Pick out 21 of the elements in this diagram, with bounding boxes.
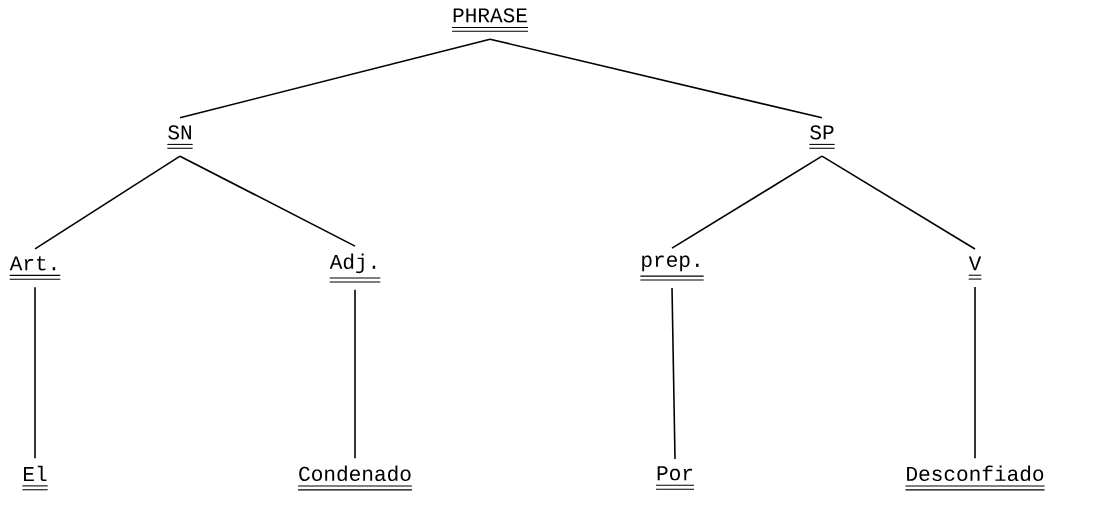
tree-branch	[489, 38, 823, 119]
tree-branch	[974, 286, 976, 459]
tree-branch	[179, 155, 356, 247]
word-label: Desconfiado	[904, 465, 1046, 491]
word-label: V	[968, 256, 982, 280]
tree-branch	[34, 286, 36, 460]
word-label: prep.	[639, 255, 705, 281]
word-label: Art.	[9, 256, 61, 280]
word-label: Adj.	[329, 253, 381, 283]
word-label: El	[21, 465, 49, 491]
word-label: PHRASE	[451, 8, 529, 32]
word-label: SP	[808, 125, 836, 149]
tree-branch	[671, 287, 676, 460]
tree-branch	[671, 155, 823, 249]
tree-branch	[354, 289, 356, 459]
tree-branch	[179, 38, 491, 119]
word-label: SN	[166, 125, 194, 149]
word-label: Por	[655, 466, 695, 490]
tree-branch	[821, 155, 976, 250]
tree-branch	[34, 155, 181, 250]
word-label: Condenado	[297, 465, 413, 491]
